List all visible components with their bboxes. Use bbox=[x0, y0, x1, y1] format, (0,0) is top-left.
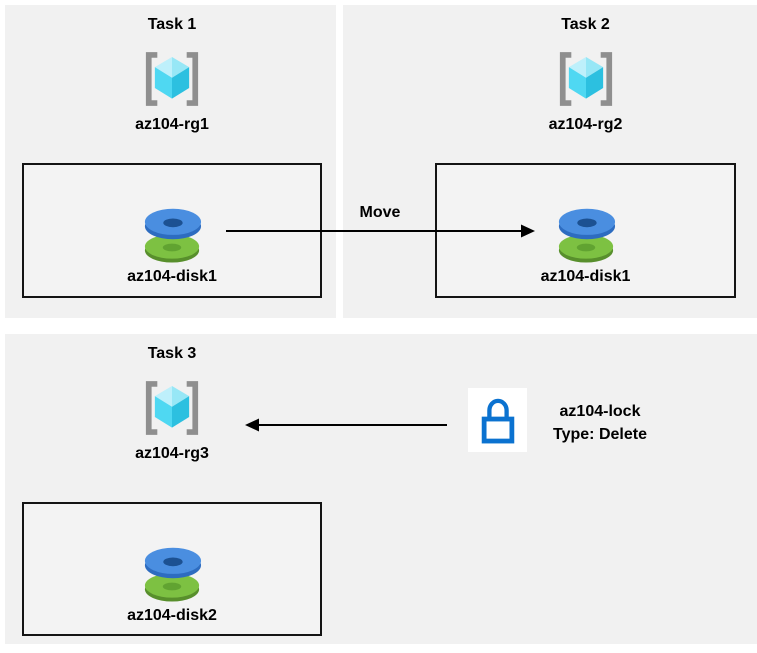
move-arrow-label: Move bbox=[359, 204, 401, 221]
task2-rg-label: az104-rg2 bbox=[548, 116, 623, 133]
lock-text: az104-lock Type: Delete bbox=[533, 400, 667, 446]
resource-group-icon bbox=[555, 51, 617, 107]
disk-icon bbox=[137, 203, 207, 263]
task1-resource-box: az104-disk1 bbox=[22, 163, 322, 298]
task1-title: Task 1 bbox=[147, 16, 197, 33]
task1-rg-label: az104-rg1 bbox=[135, 116, 209, 133]
task1-content: Task 1 az104-rg1 bbox=[22, 5, 322, 135]
task2-title: Task 2 bbox=[561, 16, 610, 33]
lock-box bbox=[468, 388, 527, 452]
task3-disk-label: az104-disk2 bbox=[127, 607, 217, 624]
disk-icon bbox=[551, 203, 621, 263]
lock-type: Type: Delete bbox=[553, 426, 647, 443]
lock-icon bbox=[476, 394, 520, 446]
task3-content: Task 3 az104-rg3 bbox=[22, 334, 322, 464]
task2-content: Task 2 az104-rg2 bbox=[435, 5, 736, 135]
task2-disk-label: az104-disk1 bbox=[540, 268, 631, 285]
task3-rg-label: az104-rg3 bbox=[135, 445, 209, 462]
task2-resource-box: az104-disk1 bbox=[435, 163, 736, 298]
task3-resource-box: az104-disk2 bbox=[22, 502, 322, 636]
resource-group-icon bbox=[141, 51, 203, 107]
task1-disk-label: az104-disk1 bbox=[127, 268, 217, 285]
disk-icon bbox=[137, 542, 207, 602]
task3-title: Task 3 bbox=[147, 345, 197, 362]
lock-name: az104-lock bbox=[559, 403, 641, 420]
resource-group-icon bbox=[141, 380, 203, 436]
